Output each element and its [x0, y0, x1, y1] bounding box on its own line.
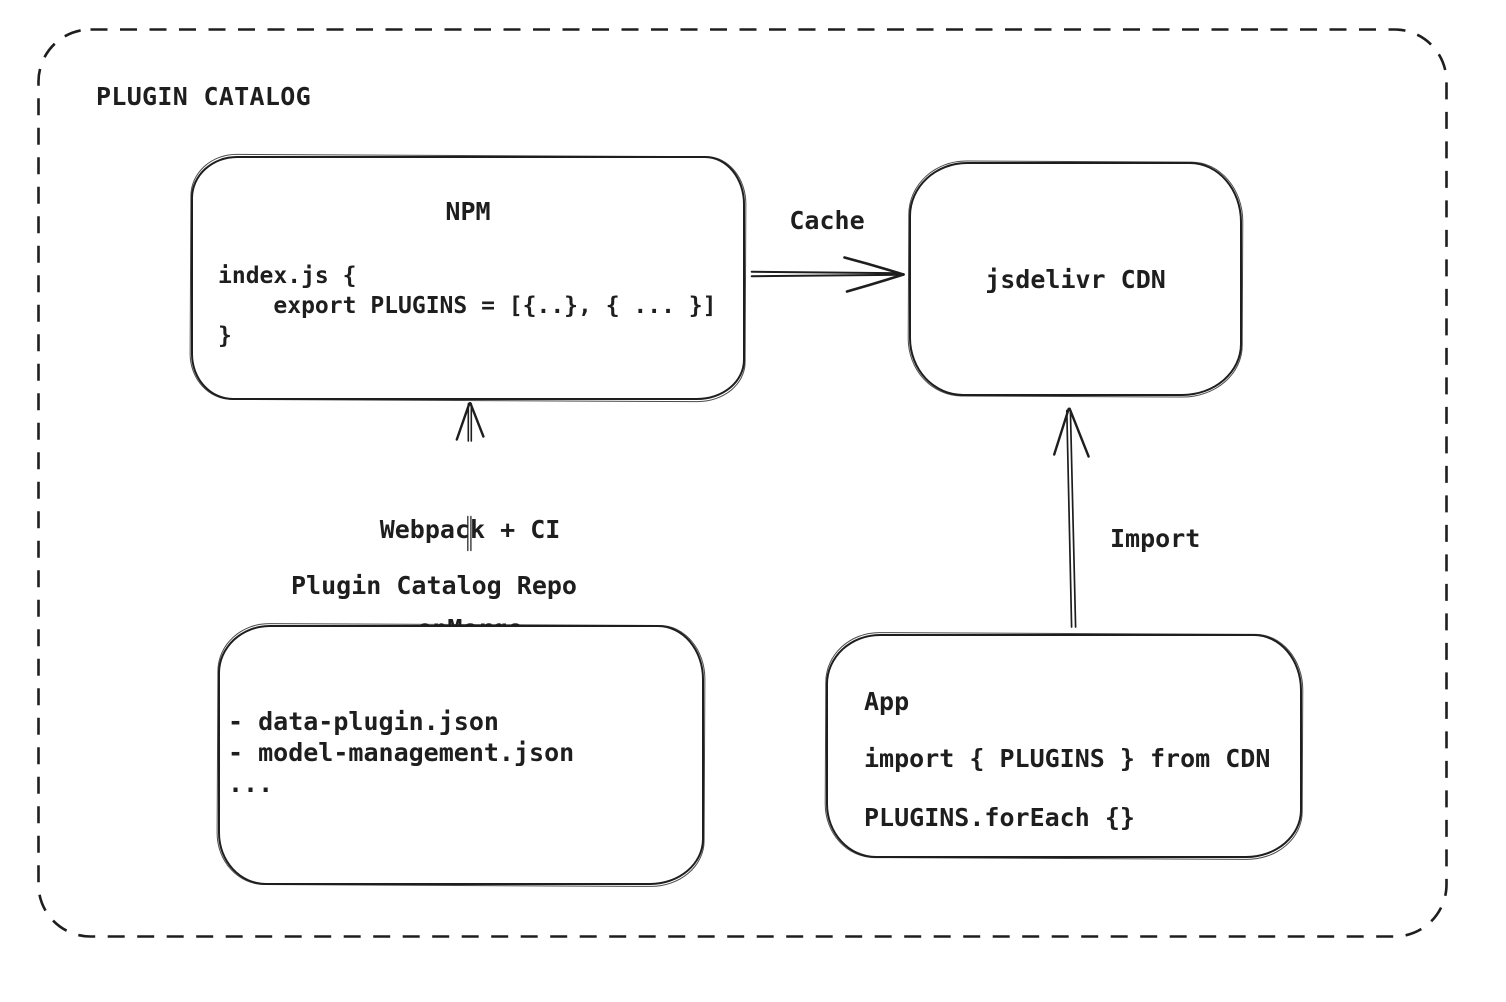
import-edge-label: Import	[1110, 524, 1201, 553]
app-node: App import { PLUGINS } from CDN PLUGINS.…	[826, 634, 1302, 858]
diagram-title: PLUGIN CATALOG	[96, 82, 311, 111]
plugin-catalog-frame-border	[37, 28, 1448, 938]
app-node-title: App	[864, 687, 910, 716]
npm-node: NPM index.js { export PLUGINS = [{..}, {…	[191, 156, 745, 400]
cache-arrow	[750, 256, 905, 293]
npm-node-title: NPM	[445, 197, 491, 226]
build-edge-label-line1: Webpack + CI	[379, 515, 561, 544]
build-connector-segment	[467, 515, 472, 552]
repo-file-list: - data-plugin.json - model-management.js…	[228, 707, 575, 798]
build-arrow	[455, 402, 485, 442]
jsdelivr-cdn-node: jsdelivr CDN	[909, 162, 1242, 396]
app-import-line: import { PLUGINS } from CDN	[864, 744, 1271, 773]
app-foreach-line: PLUGINS.forEach {}	[864, 803, 1135, 832]
jsdelivr-cdn-label: jsdelivr CDN	[985, 264, 1166, 294]
npm-code-snippet: index.js { export PLUGINS = [{..}, { ...…	[218, 263, 717, 349]
plugin-catalog-repo-node: - data-plugin.json - model-management.js…	[218, 625, 704, 885]
import-arrow	[1053, 407, 1090, 628]
cache-edge-label: Cache	[789, 206, 865, 235]
repo-node-title: Plugin Catalog Repo	[291, 571, 577, 600]
